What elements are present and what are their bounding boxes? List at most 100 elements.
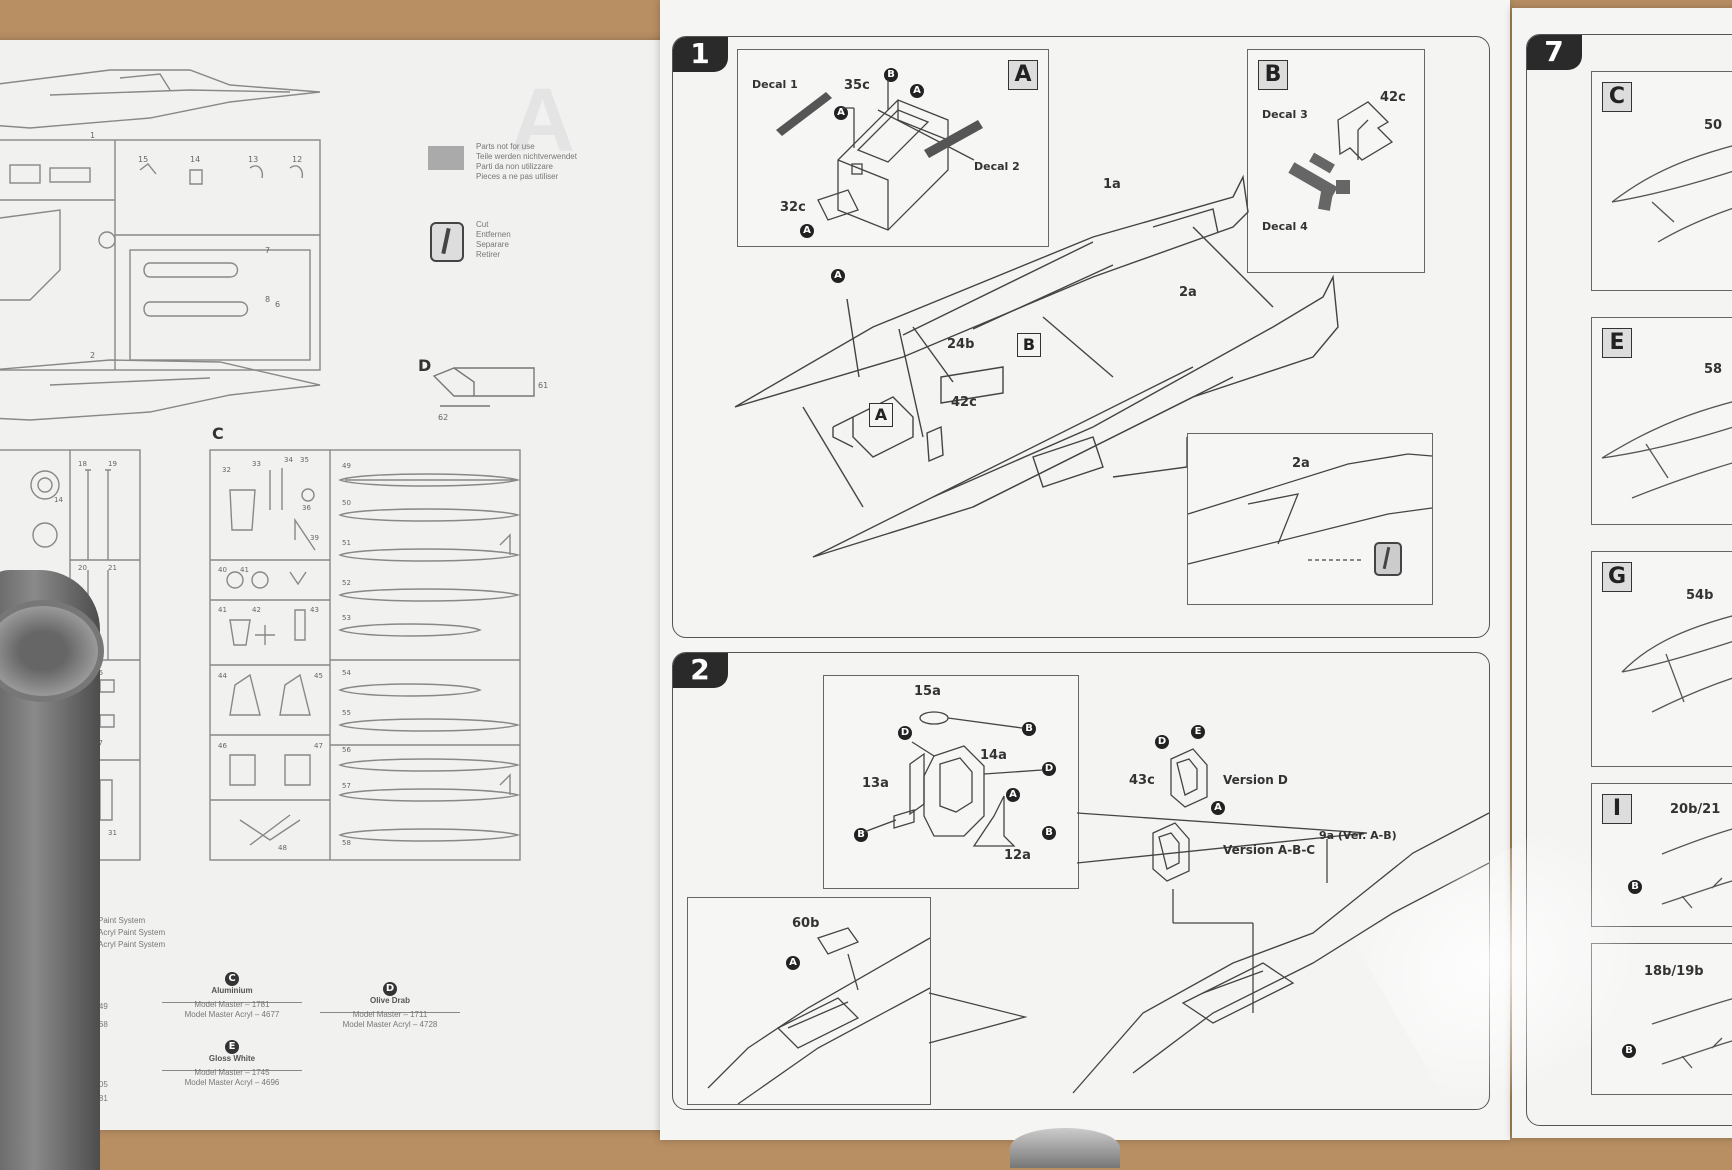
part-9a-label: 9a (Ver. A-B) — [1319, 829, 1397, 842]
part-13a-label: 13a — [862, 776, 889, 791]
seat-callout-pointer — [1076, 812, 1368, 864]
decal-2-label: Decal 2 — [974, 160, 1020, 173]
part-15a-label: 15a — [914, 684, 941, 699]
cut-icon — [430, 222, 464, 262]
sprue-d-label: D — [418, 356, 432, 375]
color-d-marker: D — [383, 982, 397, 996]
detail-a-letter: A — [1008, 60, 1038, 90]
part-24b-label: 24b — [947, 337, 975, 352]
svg-text:35: 35 — [300, 456, 309, 464]
part-42c-main-label: 42c — [951, 395, 977, 410]
part-14a-label: 14a — [980, 748, 1007, 763]
decal-4-label: Decal 4 — [1262, 220, 1308, 233]
color-e: E Gloss White Model Master – 1745 Model … — [162, 1040, 302, 1088]
version-d-label: Version D — [1223, 773, 1288, 787]
svg-text:12: 12 — [292, 155, 302, 164]
seat-marker-b: B — [1042, 826, 1056, 840]
part-42c-label: 42c — [1380, 90, 1406, 105]
legend-line: Teile werden nichtverwendet — [476, 152, 577, 161]
legend-line: Retirer — [476, 250, 501, 259]
detail-g-letter: G — [1602, 562, 1632, 592]
svg-text:39: 39 — [310, 534, 319, 542]
seat-marker-b: B — [1022, 722, 1036, 736]
svg-text:42: 42 — [252, 606, 261, 614]
step-1-detail-a: A Decal 1 35c Decal 2 32c B A A A — [737, 49, 1049, 247]
seat-marker-a: A — [1006, 788, 1020, 802]
ver-d-marker-d: D — [1155, 735, 1169, 749]
svg-text:43: 43 — [310, 606, 319, 614]
detail-c-letter: C — [1602, 82, 1632, 112]
svg-text:41: 41 — [218, 606, 227, 614]
svg-text:50: 50 — [342, 499, 351, 507]
faint-letter-a: A — [510, 71, 575, 171]
svg-text:18: 18 — [78, 460, 87, 468]
part-1a-label: 1a — [1103, 177, 1121, 192]
svg-text:52: 52 — [342, 579, 351, 587]
bracket-decal-diagram — [1288, 101, 1394, 211]
version-abc-label: Version A-B-C — [1223, 843, 1316, 857]
svg-text:46: 46 — [218, 742, 227, 750]
svg-text:14: 14 — [190, 155, 200, 164]
svg-text:8: 8 — [265, 295, 270, 304]
legend-line: Cut — [476, 220, 489, 229]
tank-diagram-g — [1621, 615, 1732, 713]
ejection-seat-diagram — [863, 711, 1043, 847]
color-c: C Aluminium Model Master – 1781 Model Ma… — [162, 972, 302, 1020]
cockpit-tub-diagram — [776, 80, 983, 231]
decal-1-label: Decal 1 — [752, 78, 798, 91]
canopy-callout-pointer — [928, 992, 1028, 1044]
detail-c-part: 50 — [1704, 118, 1723, 133]
part-61: 61 — [538, 381, 548, 390]
legend-line: Pieces a ne pas utiliser — [476, 172, 559, 181]
svg-text:13: 13 — [248, 155, 258, 164]
svg-text:47: 47 — [314, 742, 323, 750]
svg-text:48: 48 — [278, 844, 287, 852]
svg-text:7: 7 — [265, 246, 270, 255]
cylinder-ring — [0, 600, 104, 702]
ref-box-b: B — [1017, 333, 1041, 357]
legend-line: Entfernen — [476, 230, 511, 239]
svg-text:49: 49 — [342, 462, 351, 470]
detail-e-part: 58 — [1704, 362, 1723, 377]
paint-system-line: Acryl Paint System — [98, 940, 166, 949]
part-12a-label: 12a — [1004, 848, 1031, 863]
color-c-marker: C — [225, 972, 239, 986]
cut-legend: Cut Entfernen Separare Retirer — [476, 220, 511, 260]
step-1-detail-b: B Decal 3 42c Decal 4 — [1247, 49, 1425, 273]
color-d-code1: Model Master – 1711 — [352, 1010, 428, 1019]
svg-text:6: 6 — [275, 300, 280, 309]
color-e-name: Gloss White — [208, 1054, 256, 1063]
svg-text:36: 36 — [302, 504, 311, 512]
svg-text:54: 54 — [342, 669, 351, 677]
marker-a-main: A — [831, 269, 845, 283]
svg-text:57: 57 — [342, 782, 351, 790]
step-1-number: 1 — [673, 37, 728, 72]
svg-text:40: 40 — [218, 566, 227, 574]
marker-a: A — [910, 84, 924, 98]
svg-text:14: 14 — [54, 496, 63, 504]
part-43c-label: 43c — [1129, 773, 1155, 788]
part-60b-label: 60b — [792, 916, 820, 931]
missile-diagram-k — [1651, 998, 1732, 1069]
ver-d-marker-e: E — [1191, 725, 1205, 739]
svg-text:2: 2 — [90, 351, 95, 360]
fuselage-assembly-diagram — [734, 174, 1339, 558]
svg-text:53: 53 — [342, 614, 351, 622]
not-for-use-legend: Parts not for use Teile werden nichtverw… — [476, 142, 577, 182]
color-e-marker: E — [225, 1040, 239, 1054]
tank-diagram-c — [1611, 145, 1732, 243]
svg-text:41: 41 — [240, 566, 249, 574]
detail-g-part: 54b — [1686, 588, 1714, 603]
svg-text:55: 55 — [342, 709, 351, 717]
step-7-detail-c: C 50 — [1591, 71, 1732, 291]
step-2-number: 2 — [673, 653, 728, 688]
svg-text:1: 1 — [90, 131, 95, 140]
svg-text:51: 51 — [342, 539, 351, 547]
color-e-code1: Model Master – 1745 — [194, 1068, 270, 1077]
detail-i-marker-b: B — [1628, 880, 1642, 894]
svg-text:34: 34 — [284, 456, 293, 464]
marker-a: A — [834, 106, 848, 120]
canopy-diagram — [707, 927, 931, 1105]
